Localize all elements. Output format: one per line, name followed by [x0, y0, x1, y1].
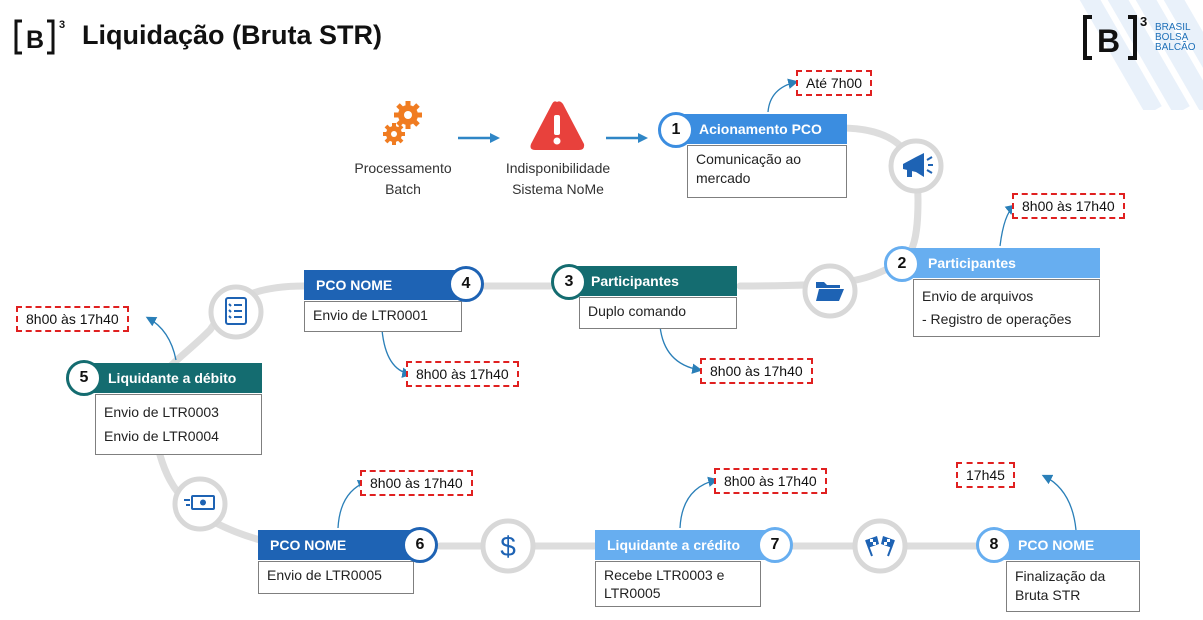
step-7-line2: LTR0005	[604, 585, 661, 601]
step-2-line1: Envio de arquivos	[922, 288, 1034, 304]
step-2-line2: - Registro de operações	[922, 311, 1072, 327]
cash-icon	[172, 476, 228, 532]
step-7-line1: Recebe LTR0003 e	[604, 567, 725, 583]
step-1-number: 1	[658, 112, 694, 148]
step-2-title: Participantes	[928, 255, 1016, 271]
step-6-time: 8h00 às 17h40	[360, 470, 473, 496]
brand-line-1: BRASIL	[1155, 22, 1191, 33]
finish-flags-icon	[852, 518, 908, 574]
b3-brand-logo-icon: B 3	[1083, 14, 1147, 60]
step-4-number: 4	[448, 266, 484, 302]
step-6-title: PCO NOME	[270, 537, 347, 553]
step-4-header: PCO NOME	[304, 270, 462, 300]
step-5-body: Envio de LTR0003 Envio de LTR0004	[95, 394, 262, 455]
warning-icon	[530, 101, 585, 150]
step-6-header: PCO NOME	[258, 530, 426, 560]
brand-line-2: BOLSA	[1155, 32, 1189, 43]
step-1-line2: mercado	[696, 170, 751, 186]
page-title: Liquidação (Bruta STR)	[82, 20, 383, 50]
unavailability-caption: Indisponibilidade Sistema NoMe	[488, 158, 628, 200]
step-4-body: Envio de LTR0001	[304, 301, 462, 332]
batch-caption-line2: Batch	[385, 181, 421, 197]
unavailability-caption-line1: Indisponibilidade	[505, 160, 611, 176]
step-1-title: Acionamento PCO	[699, 121, 822, 137]
step-4-title: PCO NOME	[316, 277, 393, 293]
step-2-time: 8h00 às 17h40	[1012, 193, 1125, 219]
step-7-number: 7	[757, 527, 793, 563]
dollar-icon: $	[480, 518, 536, 574]
gears-icon	[383, 101, 422, 145]
arrow-right-icon	[606, 133, 648, 143]
step-3-time: 8h00 às 17h40	[700, 358, 813, 384]
step-4-time: 8h00 às 17h40	[406, 361, 519, 387]
step-7-body: Recebe LTR0003 e LTR0005	[595, 561, 761, 607]
step-3-header: Participantes	[565, 266, 737, 296]
step-5-time: 8h00 às 17h40	[16, 306, 129, 332]
step-5-header: Liquidante a débito	[78, 363, 262, 393]
batch-caption-line1: Processamento	[354, 160, 452, 176]
svg-text:3: 3	[59, 19, 65, 31]
folder-icon	[802, 263, 858, 319]
svg-text:B: B	[1097, 23, 1120, 59]
step-8-time: 17h45	[956, 462, 1015, 488]
step-5-line1: Envio de LTR0003	[104, 404, 219, 420]
step-5-number: 5	[66, 360, 102, 396]
svg-text:$: $	[500, 531, 516, 562]
svg-text:B: B	[26, 26, 44, 54]
step-6-body: Envio de LTR0005	[258, 561, 414, 594]
step-1-header: Acionamento PCO	[673, 114, 847, 144]
step-8-line2: Bruta STR	[1015, 587, 1081, 603]
step-8-line1: Finalização da	[1015, 568, 1106, 584]
step-2-header: Participantes	[900, 248, 1100, 278]
step-6-line1: Envio de LTR0005	[267, 567, 382, 583]
step-3-title: Participantes	[591, 273, 679, 289]
step-7-header: Liquidante a crédito	[595, 530, 775, 560]
step-3-body: Duplo comando	[579, 297, 737, 329]
background-stripes	[1076, 0, 1203, 110]
step-8-number: 8	[976, 527, 1012, 563]
megaphone-icon	[888, 138, 944, 194]
step-1-body: Comunicação ao mercado	[687, 145, 847, 198]
step-4-line1: Envio de LTR0001	[313, 307, 428, 323]
step-1-time: Até 7h00	[796, 70, 873, 96]
step-2-body: Envio de arquivos - Registro de operaçõe…	[913, 279, 1100, 337]
brand-line-3: BALCÃO	[1155, 42, 1196, 53]
step-5-line2: Envio de LTR0004	[104, 428, 219, 444]
arrow-right-icon	[458, 133, 500, 143]
step-8-body: Finalização da Bruta STR	[1006, 561, 1140, 612]
batch-caption: Processamento Batch	[338, 158, 468, 200]
step-6-number: 6	[402, 527, 438, 563]
svg-text:3: 3	[1140, 14, 1147, 29]
step-2-number: 2	[884, 246, 920, 282]
step-7-time: 8h00 às 17h40	[714, 468, 827, 494]
step-1-line1: Comunicação ao	[696, 151, 802, 167]
b3-logo-icon: B 3	[14, 19, 65, 55]
step-3-line1: Duplo comando	[588, 303, 687, 319]
step-8-title: PCO NOME	[1018, 537, 1095, 553]
step-3-number: 3	[551, 264, 587, 300]
step-5-title: Liquidante a débito	[108, 370, 237, 386]
brand-name: BRASIL BOLSA BALCÃO	[1155, 23, 1196, 53]
step-7-title: Liquidante a crédito	[607, 537, 741, 553]
unavailability-caption-line2: Sistema NoMe	[512, 181, 604, 197]
checklist-icon	[208, 284, 264, 340]
step-8-header: PCO NOME	[994, 530, 1140, 560]
